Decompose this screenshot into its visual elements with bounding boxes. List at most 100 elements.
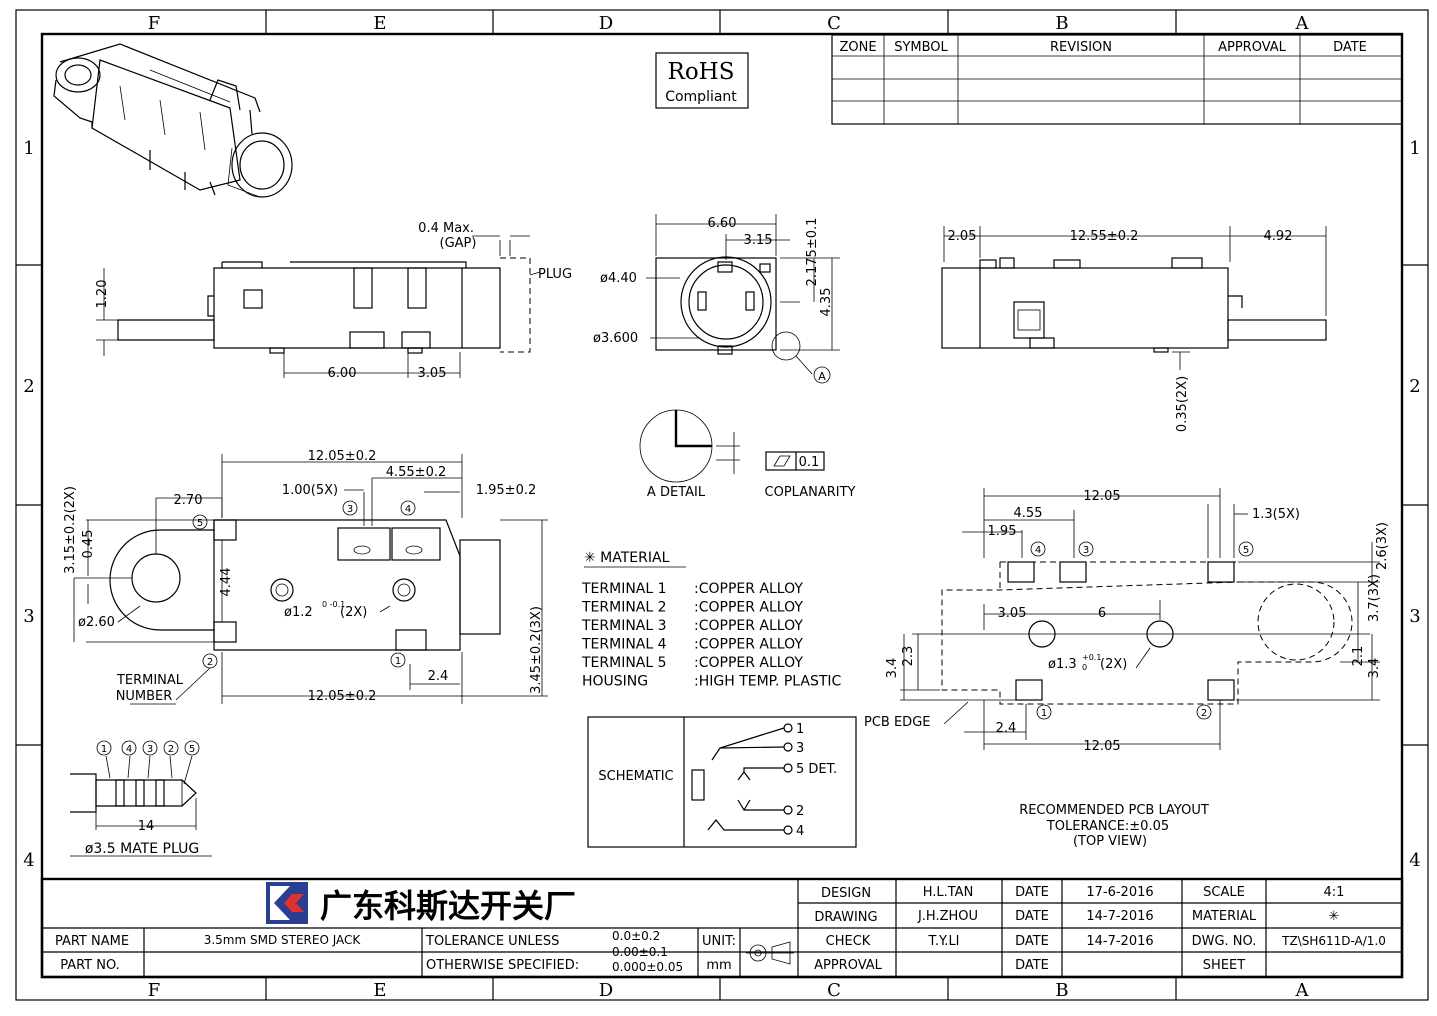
material-part-3: TERMINAL 3 bbox=[581, 618, 667, 634]
zone-right-1: 1 bbox=[1409, 138, 1420, 159]
mate-plug: 1 4 3 2 5 14 ø3.5 MATE PLUG bbox=[70, 740, 212, 857]
pin-callout-1: 1 bbox=[395, 656, 401, 667]
zone-top-b: B bbox=[1055, 13, 1068, 34]
tolerance-value-2: 0.00±0.1 bbox=[612, 945, 668, 959]
design-label: DESIGN bbox=[821, 886, 871, 901]
zone-ticks bbox=[16, 10, 1428, 1000]
tolerance-line-1: TOLERANCE UNLESS bbox=[425, 934, 559, 949]
pcb-195-dim: 1.95 bbox=[988, 524, 1017, 539]
schematic-label: SCHEMATIC bbox=[598, 769, 673, 784]
projection-symbol bbox=[746, 941, 794, 965]
check-value: T.Y.LI bbox=[927, 934, 959, 949]
pcb-23-dim: 2.3 bbox=[901, 646, 916, 667]
material-value-2: :COPPER ALLOY bbox=[694, 600, 803, 616]
plug-callout-3: 3 bbox=[147, 744, 153, 755]
pcb-pitch-dim: 1.3(5X) bbox=[1252, 507, 1300, 522]
coplanarity-label: COPLANARITY bbox=[765, 485, 856, 500]
material-value-4: :COPPER ALLOY bbox=[694, 637, 803, 653]
zone-left-4: 4 bbox=[23, 850, 34, 871]
pcb-callout-1: 1 bbox=[1041, 708, 1047, 719]
pcb-bottom-dim: 12.05 bbox=[1083, 739, 1120, 754]
pcb-24-dim: 2.4 bbox=[996, 721, 1017, 736]
pcb-26-dim: 2.6(3X) bbox=[1375, 522, 1390, 570]
plug-label: ø3.5 MATE PLUG bbox=[85, 841, 199, 857]
outer-border bbox=[15, 9, 1429, 1001]
material-value-1: :COPPER ALLOY bbox=[694, 581, 803, 597]
schematic: SCHEMATIC 1 3 5 DET. 2 4 bbox=[587, 716, 857, 848]
top-pitch-dim: 1.00(5X) bbox=[282, 483, 338, 498]
pcb-callout-2: 2 bbox=[1201, 708, 1207, 719]
design-date-label: DATE bbox=[1015, 885, 1049, 900]
side-gap-dim: 0.4 Max. bbox=[418, 221, 474, 236]
top-left-v-dim: 3.15±0.2(2X) bbox=[63, 486, 78, 574]
material-part-5: TERMINAL 5 bbox=[581, 655, 667, 671]
pcb-callout-5: 5 bbox=[1243, 545, 1249, 556]
material-part-6: HOUSING bbox=[582, 674, 648, 690]
dwg-no-value: TZ\SH611D-A/1.0 bbox=[1281, 934, 1386, 948]
side-dim-a: 6.00 bbox=[328, 366, 357, 381]
pcb-6-dim: 6 bbox=[1098, 606, 1106, 621]
part-no-label: PART NO. bbox=[60, 958, 120, 973]
plug-length-dim: 14 bbox=[138, 819, 155, 834]
unit-value: mm bbox=[706, 958, 731, 973]
side-dim-b: 3.05 bbox=[418, 366, 447, 381]
pcb-34a-dim: 3.4 bbox=[885, 658, 900, 679]
terminal-label: TERMINAL bbox=[116, 673, 184, 688]
front-d1-dim: ø4.40 bbox=[600, 271, 637, 286]
top-view: 12.05±0.2 4.55±0.2 1.00(5X) 1.95±0.2 2.7… bbox=[63, 449, 548, 705]
top-mid-v-dim: 4.44 bbox=[219, 568, 234, 597]
pcb-34b-dim: 3.4 bbox=[1367, 658, 1382, 679]
front-width-dim: 6.60 bbox=[708, 216, 737, 231]
tolerance-value-1: 0.0±0.2 bbox=[612, 929, 660, 943]
pcb-caption-1: RECOMMENDED PCB LAYOUT bbox=[1019, 803, 1209, 818]
front-h2-dim: 4.35 bbox=[819, 288, 834, 317]
top-455-dim: 4.55±0.2 bbox=[386, 465, 447, 480]
plug-callout-2: 2 bbox=[168, 744, 174, 755]
schematic-pin-2: 2 bbox=[796, 804, 804, 819]
side-gap-sub: (GAP) bbox=[440, 236, 477, 251]
drawing-label: DRAWING bbox=[814, 910, 877, 925]
top-pin-hole-dim: ø1.2 bbox=[284, 605, 313, 620]
drawing-value: J.H.ZHOU bbox=[917, 909, 978, 924]
rear-standoff-dim: 0.35(2X) bbox=[1175, 376, 1190, 432]
rev-col-date: DATE bbox=[1333, 40, 1367, 55]
title-block: 广东科斯达开关厂 DESIGN H.L.TAN DATE 17-6-2016 S… bbox=[40, 877, 1404, 979]
rev-col-revision: REVISION bbox=[1050, 40, 1112, 55]
top-right-v-dim: 3.45±0.2(3X) bbox=[529, 606, 544, 694]
company-logo bbox=[266, 882, 308, 924]
side-view: 0.4 Max. (GAP) PLUG 1.20 6.00 3.05 bbox=[95, 221, 572, 381]
top-pin-hole-tol: 0 -0.1 bbox=[322, 600, 345, 609]
top-195-dim: 1.95±0.2 bbox=[476, 483, 537, 498]
pin-callouts: 5 3 4 1 2 bbox=[192, 500, 416, 669]
material-value: ✳ bbox=[1329, 909, 1340, 924]
zone-top-a: A bbox=[1295, 13, 1310, 34]
schematic-pin-1: 1 bbox=[796, 722, 804, 737]
zone-left-2: 2 bbox=[23, 376, 34, 397]
front-half-dim: 3.15 bbox=[744, 233, 773, 248]
zone-bottom-a: A bbox=[1295, 980, 1310, 1001]
material-list: ✳ MATERIAL TERMINAL 1:COPPER ALLOYTERMIN… bbox=[581, 550, 842, 690]
front-d2-dim: ø3.600 bbox=[593, 331, 638, 346]
zone-top-f: F bbox=[148, 13, 161, 34]
design-date: 17-6-2016 bbox=[1086, 885, 1153, 900]
rohs-subtitle: Compliant bbox=[665, 89, 737, 105]
pcb-hole-qty: (2X) bbox=[1100, 657, 1127, 672]
side-height-dim: 1.20 bbox=[95, 280, 110, 309]
design-value: H.L.TAN bbox=[923, 885, 974, 900]
side-plug-label: PLUG bbox=[538, 267, 572, 282]
zone-bottom-f: F bbox=[148, 980, 161, 1001]
part-name-value: 3.5mm SMD STEREO JACK bbox=[204, 933, 362, 947]
detail-a-label: A DETAIL bbox=[647, 485, 706, 500]
material-value-3: :COPPER ALLOY bbox=[694, 618, 803, 634]
top-270-dim: 2.70 bbox=[174, 493, 203, 508]
rohs-title: RoHS bbox=[668, 59, 735, 85]
top-bottom-dim: 12.05±0.2 bbox=[308, 689, 377, 704]
schematic-pin-4: 4 bbox=[796, 824, 804, 839]
zone-bottom-d: D bbox=[599, 980, 613, 1001]
check-date: 14-7-2016 bbox=[1086, 934, 1153, 949]
pcb-hole-dim: ø1.3 bbox=[1048, 657, 1077, 672]
rear-left-dim: 2.05 bbox=[948, 229, 977, 244]
pcb-caption-3: (TOP VIEW) bbox=[1073, 834, 1147, 849]
zone-right-3: 3 bbox=[1409, 606, 1420, 627]
